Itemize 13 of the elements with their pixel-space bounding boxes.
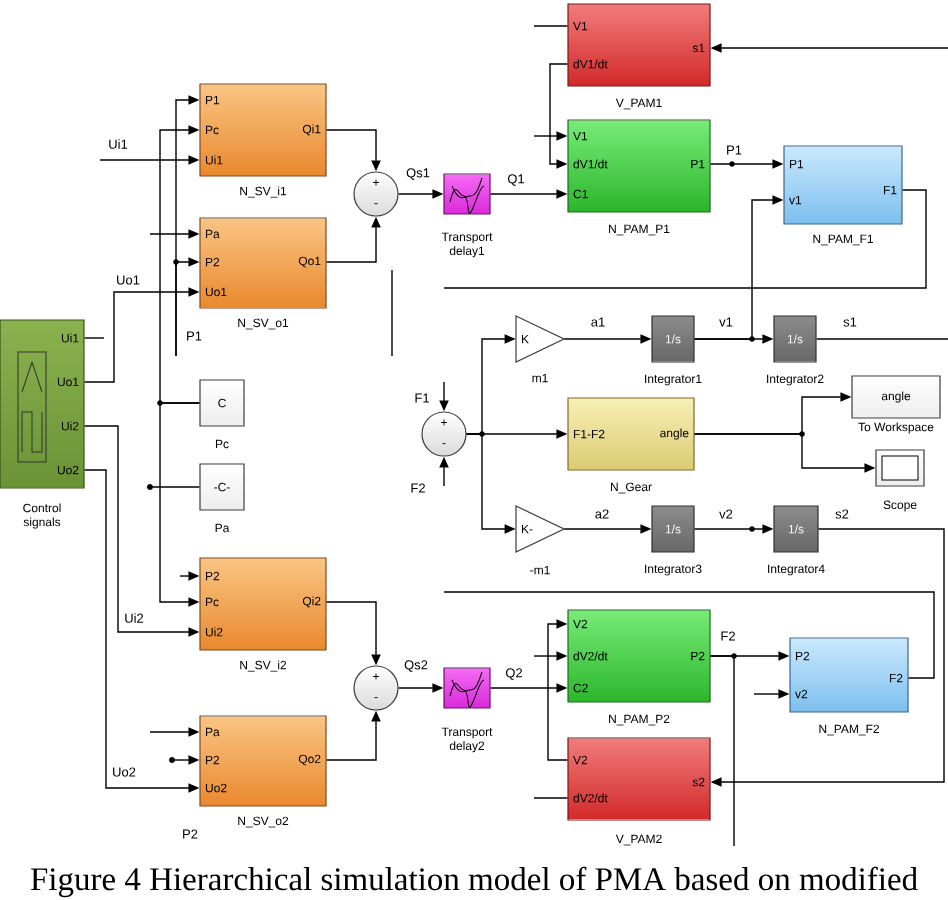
signal-line [443,591,935,679]
signal-line [152,486,201,488]
arrow [547,619,569,761]
signal-line [709,655,735,847]
arrow [549,63,569,169]
signal-line [83,337,105,339]
arrow [159,125,201,404]
signal-line [533,25,569,27]
signal-line [443,189,927,289]
arrow [159,402,201,607]
signal-line [815,338,948,340]
caption: Figure 4 Hierarchical simulation model of PMA based on modified [30,866,918,898]
signal-line [533,797,569,799]
